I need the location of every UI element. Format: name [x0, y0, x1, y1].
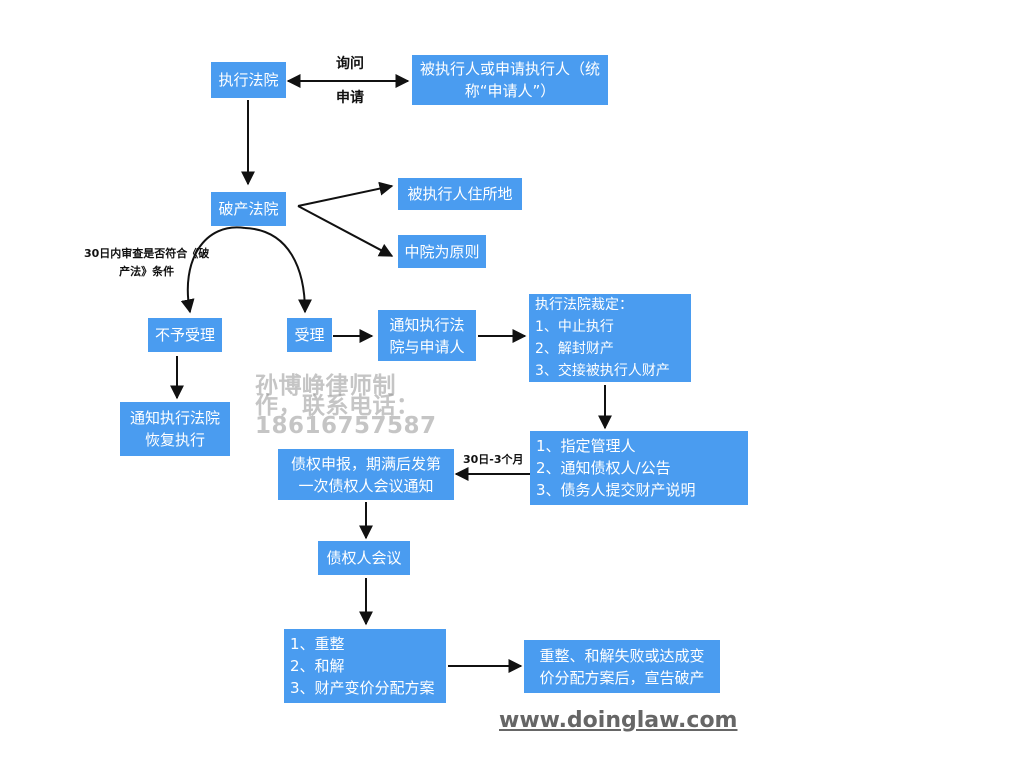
node-declare-bankruptcy: 重整、和解失败或达成变 价分配方案后，宣告破产	[524, 640, 720, 693]
node-applicant: 被执行人或申请执行人（统 称“申请人”）	[412, 55, 608, 105]
node-notify-resume: 通知执行法院 恢复执行	[120, 402, 230, 456]
arrow-to-domicile	[297, 181, 394, 207]
arc-to-reject	[180, 226, 246, 314]
node-bankruptcy-court: 破产法院	[211, 192, 286, 226]
label-apply: 申请	[336, 90, 364, 106]
node-execution-court: 执行法院	[211, 62, 286, 98]
node-creditors-meeting: 债权人会议	[318, 541, 410, 575]
node-claim-declaration: 债权申报，期满后发第 一次债权人会议通知	[278, 449, 454, 500]
node-manager-steps: 1、指定管理人 2、通知债权人/公告 3、债务人提交财产说明	[530, 431, 748, 505]
website-url[interactable]: www.doinglaw.com	[499, 708, 738, 733]
node-reject: 不予受理	[148, 318, 222, 352]
label-30-day-review: 30日内审查是否符合《破 产法》条件	[84, 247, 210, 278]
node-debtor-domicile: 被执行人住所地	[398, 178, 522, 210]
watermark-text: 孙博峥律师制作，联系电话：18616757587	[255, 373, 437, 439]
node-notify-court-applicant: 通知执行法 院与申请人	[378, 310, 476, 361]
node-options: 1、重整 2、和解 3、财产变价分配方案	[284, 629, 446, 703]
node-court-ruling: 执行法院裁定： 1、中止执行 2、解封财产 3、交接被执行人财产	[529, 294, 691, 382]
node-accept: 受理	[287, 318, 332, 352]
label-inquiry: 询问	[336, 56, 364, 72]
label-30-days-3-months: 30日-3个月	[463, 453, 524, 466]
arrow-to-intermediate	[297, 205, 394, 257]
node-intermediate-court: 中院为原则	[398, 235, 486, 268]
arc-to-accept	[244, 227, 312, 314]
